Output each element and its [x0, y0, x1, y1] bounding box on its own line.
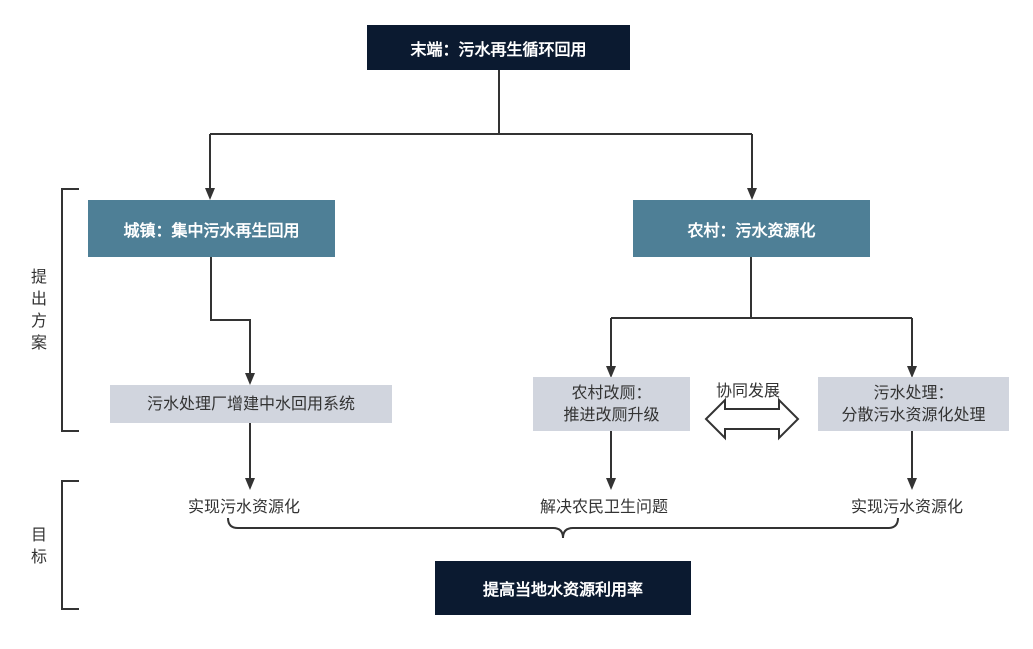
urban-goal: 实现污水资源化	[188, 497, 301, 516]
rural-sewage-line1: 污水处理：	[873, 383, 954, 402]
arrowhead-toilet	[606, 366, 616, 378]
rural-toilet-node: 农村改厕： 推进改厕升级	[533, 377, 690, 431]
arrowhead-goal-urban	[245, 478, 255, 490]
bottom-node-label: 提高当地水资源利用率	[482, 580, 643, 599]
goals-brace	[227, 517, 899, 539]
side-label-goal: 目标	[30, 525, 47, 566]
bracket-goal	[61, 480, 79, 610]
rural-sewage-node: 污水处理： 分散污水资源化处理	[818, 377, 1009, 431]
rural-sewage-line2: 分散污水资源化处理	[841, 405, 986, 424]
top-node: 末端：污水再生循环回用	[367, 25, 630, 70]
urban-measure-label: 污水处理厂增建中水回用系统	[146, 394, 355, 413]
double-arrow-icon	[704, 397, 800, 441]
rural-toilet-line1: 农村改厕：	[571, 383, 652, 402]
bracket-plan	[61, 188, 79, 432]
rural-sewage-goal: 实现污水资源化	[851, 497, 964, 516]
arrowhead-rural	[747, 188, 757, 200]
top-node-label: 末端：污水再生循环回用	[410, 39, 587, 59]
urban-node-label: 城镇：集中污水再生回用	[123, 220, 300, 240]
bottom-node: 提高当地水资源利用率	[435, 561, 691, 615]
rural-toilet-goal: 解决农民卫生问题	[540, 497, 669, 516]
arrowhead-sewage	[907, 366, 917, 378]
arrowhead-goal-sewage	[907, 478, 917, 490]
rural-toilet-line2: 推进改厕升级	[563, 405, 660, 424]
arrowheads	[205, 188, 917, 490]
arrowhead-urban	[205, 188, 215, 200]
side-label-plan: 提出方案	[30, 267, 47, 352]
arrowhead-goal-toilet	[606, 478, 616, 490]
collaboration-label: 协同发展	[716, 381, 781, 400]
urban-node: 城镇：集中污水再生回用	[88, 200, 335, 257]
urban-measure-node: 污水处理厂增建中水回用系统	[110, 385, 392, 423]
rural-node: 农村：污水资源化	[633, 200, 870, 257]
connector-urban-to-measure	[210, 257, 251, 373]
arrowhead-measure	[245, 373, 255, 385]
rural-node-label: 农村：污水资源化	[687, 220, 816, 240]
